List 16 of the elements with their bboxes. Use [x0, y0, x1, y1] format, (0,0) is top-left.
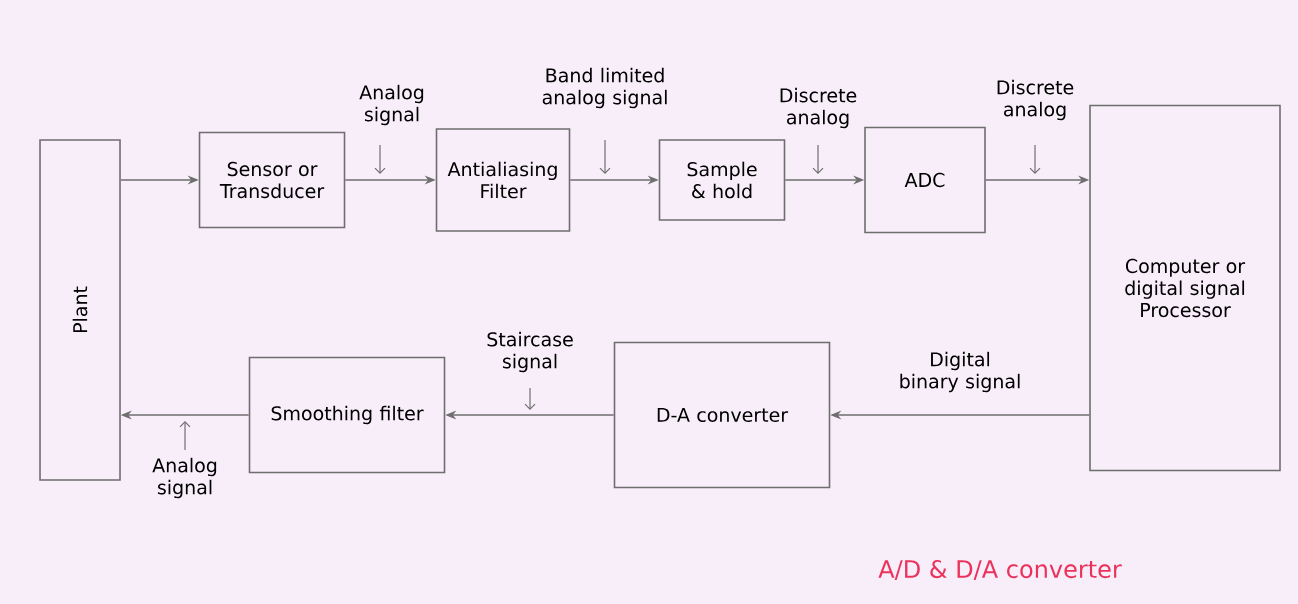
edge-label: Discrete analog: [780, 87, 857, 129]
edge-label: Discrete analog: [997, 79, 1074, 121]
edge-label: Staircase signal: [487, 331, 573, 373]
block-box: D-A converter: [613, 341, 831, 489]
block-box: Sensor or Transducer: [198, 131, 346, 229]
block-box: Antialiasing Filter: [435, 128, 571, 232]
block-box: ADC: [864, 126, 986, 234]
block-box: Computer or digital signal Processor: [1089, 104, 1281, 472]
edge-label: Band limited analog signal: [542, 67, 667, 109]
edge-label: Analog signal: [359, 84, 424, 126]
edge-label: Analog signal: [152, 457, 217, 499]
edge-label: Digital binary signal: [900, 351, 1020, 393]
block-box: Sample & hold: [658, 139, 786, 221]
note-text: A/D & D/A converter: [878, 559, 1122, 580]
block-box: Smoothing filter: [248, 356, 446, 474]
block-box: Plant: [39, 139, 121, 481]
